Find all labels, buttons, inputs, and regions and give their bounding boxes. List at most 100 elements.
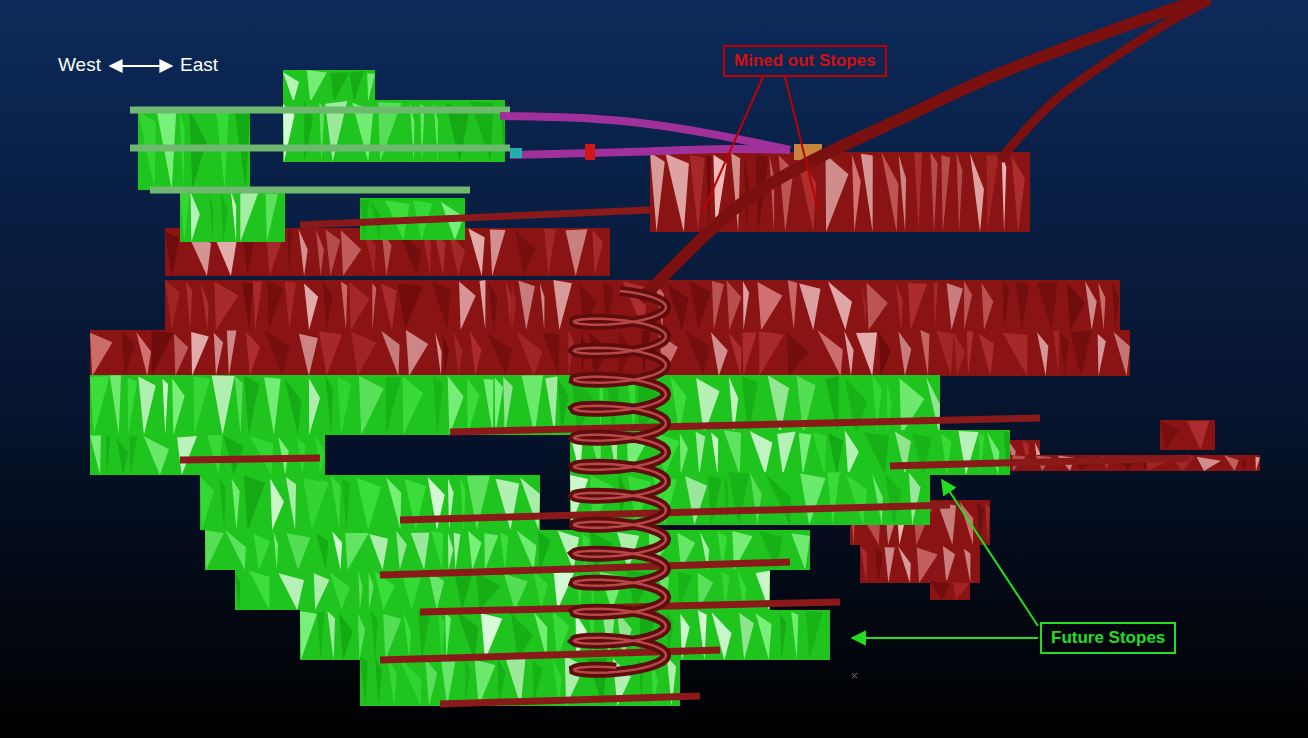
future-stope-facet — [231, 191, 236, 242]
mined-stope-facet — [885, 547, 895, 583]
future-stope — [180, 190, 285, 242]
future-stope-facet — [885, 474, 902, 525]
mined-stope-facet — [323, 281, 333, 330]
mined-stope-facet — [964, 281, 972, 330]
callout-text: Future Stopes — [1051, 628, 1165, 648]
future-stope-facet — [367, 73, 375, 102]
mined-stope-facet — [690, 155, 705, 232]
future-stope-facet — [467, 476, 490, 530]
mined-stope-facet — [729, 332, 742, 376]
mined-stope-facet — [898, 331, 911, 376]
mined-stope-facet — [201, 283, 209, 330]
future-stope-facet — [273, 531, 278, 570]
mined-stope-facet — [299, 229, 308, 276]
future-stope-facet — [554, 572, 574, 610]
mined-stope-facet — [979, 334, 994, 376]
mined-stope-facet — [288, 229, 292, 276]
future-stope-facet — [403, 612, 410, 660]
mined-stope-facet — [1160, 421, 1180, 450]
mined-stope-facet — [351, 332, 376, 376]
future-stope-facet — [750, 473, 762, 525]
mined-stope-facet — [299, 334, 318, 376]
mined-stope-facet — [1012, 156, 1025, 232]
mined-stope-facet — [442, 333, 448, 376]
future-stope-facet — [303, 478, 329, 530]
mined-stope — [860, 545, 980, 583]
future-stope-facet — [780, 613, 786, 660]
future-stope-facet — [396, 531, 407, 570]
mined-stope-facet — [862, 283, 866, 330]
mined-stope-facet — [1196, 457, 1221, 471]
mined-stope-facet — [253, 281, 262, 330]
future-stope — [300, 610, 830, 660]
future-stope-facet — [484, 379, 494, 435]
future-stope-facet — [448, 376, 464, 435]
future-stope — [200, 475, 540, 530]
mined-stope — [860, 545, 980, 583]
mined-stope-facet — [406, 330, 428, 376]
mined-stope-facet — [518, 280, 534, 330]
future-stope-facet — [800, 473, 825, 525]
future-stope-facet — [791, 612, 798, 660]
future-stope-facet — [728, 472, 749, 525]
future-stope-facet — [193, 376, 210, 435]
future-stope-facet — [517, 531, 537, 570]
future-stope-facet — [448, 533, 453, 570]
future-stope-facet — [828, 432, 843, 475]
future-stope-facet — [765, 473, 791, 525]
future-stope-facet — [224, 436, 244, 475]
mined-stope-facet — [943, 546, 955, 583]
mined-stope-facet — [844, 331, 853, 376]
future-stope-facet — [465, 656, 470, 706]
mined-stope-facet — [787, 332, 809, 376]
future-stope-facet — [418, 610, 430, 660]
mined-stope-facet — [349, 282, 369, 330]
mined-stope-facet — [90, 333, 112, 376]
mined-stope-facet — [540, 283, 545, 330]
access-drive — [510, 149, 790, 155]
future-stope-facet — [331, 72, 350, 102]
mined-stope-facet — [743, 281, 749, 330]
future-stope-facet — [383, 614, 401, 660]
future-stope-facet — [177, 436, 197, 475]
vent-box — [585, 144, 595, 160]
future-stope-facet — [356, 478, 381, 530]
mined-stope-facet — [479, 280, 485, 330]
future-stope-facet — [454, 533, 461, 570]
future-stope-facet — [200, 477, 214, 530]
mined-stope-facet — [896, 283, 903, 330]
future-stope-facet — [467, 379, 479, 435]
future-stope-facet — [685, 476, 707, 525]
mined-stope-facet — [852, 155, 861, 232]
mined-stope-facet — [304, 284, 318, 330]
future-stope-facet — [445, 614, 451, 660]
mined-stope — [1160, 420, 1215, 450]
mined-stope-facet — [227, 331, 237, 376]
callout-text: Mined out Stopes — [734, 51, 876, 71]
future-stope-facet — [777, 432, 796, 475]
future-stope-facet — [431, 531, 443, 570]
future-stope-facet — [360, 656, 368, 706]
future-stope-facet — [402, 376, 423, 435]
future-stope-facet — [172, 378, 184, 435]
mined-stope-facet — [490, 230, 506, 276]
future-stope-facet — [958, 431, 978, 475]
future-stope-facet — [538, 531, 551, 570]
mined-stope-facet — [970, 153, 984, 232]
mined-stope-facet — [769, 155, 774, 232]
mined-stope-facet — [987, 155, 999, 232]
future-stope-facet — [285, 378, 302, 435]
spiral-ramp — [574, 291, 666, 673]
future-stope-facet — [90, 376, 109, 435]
future-stope-facet — [708, 475, 723, 525]
future-stope-facet — [454, 571, 473, 610]
mined-stope-facet — [967, 331, 974, 376]
future-stope-facet — [484, 533, 498, 570]
mined-stope-facet — [453, 332, 462, 376]
future-stope-facet — [300, 611, 317, 660]
future-stope-facet — [806, 611, 823, 660]
mined-stope-facet — [788, 280, 797, 330]
